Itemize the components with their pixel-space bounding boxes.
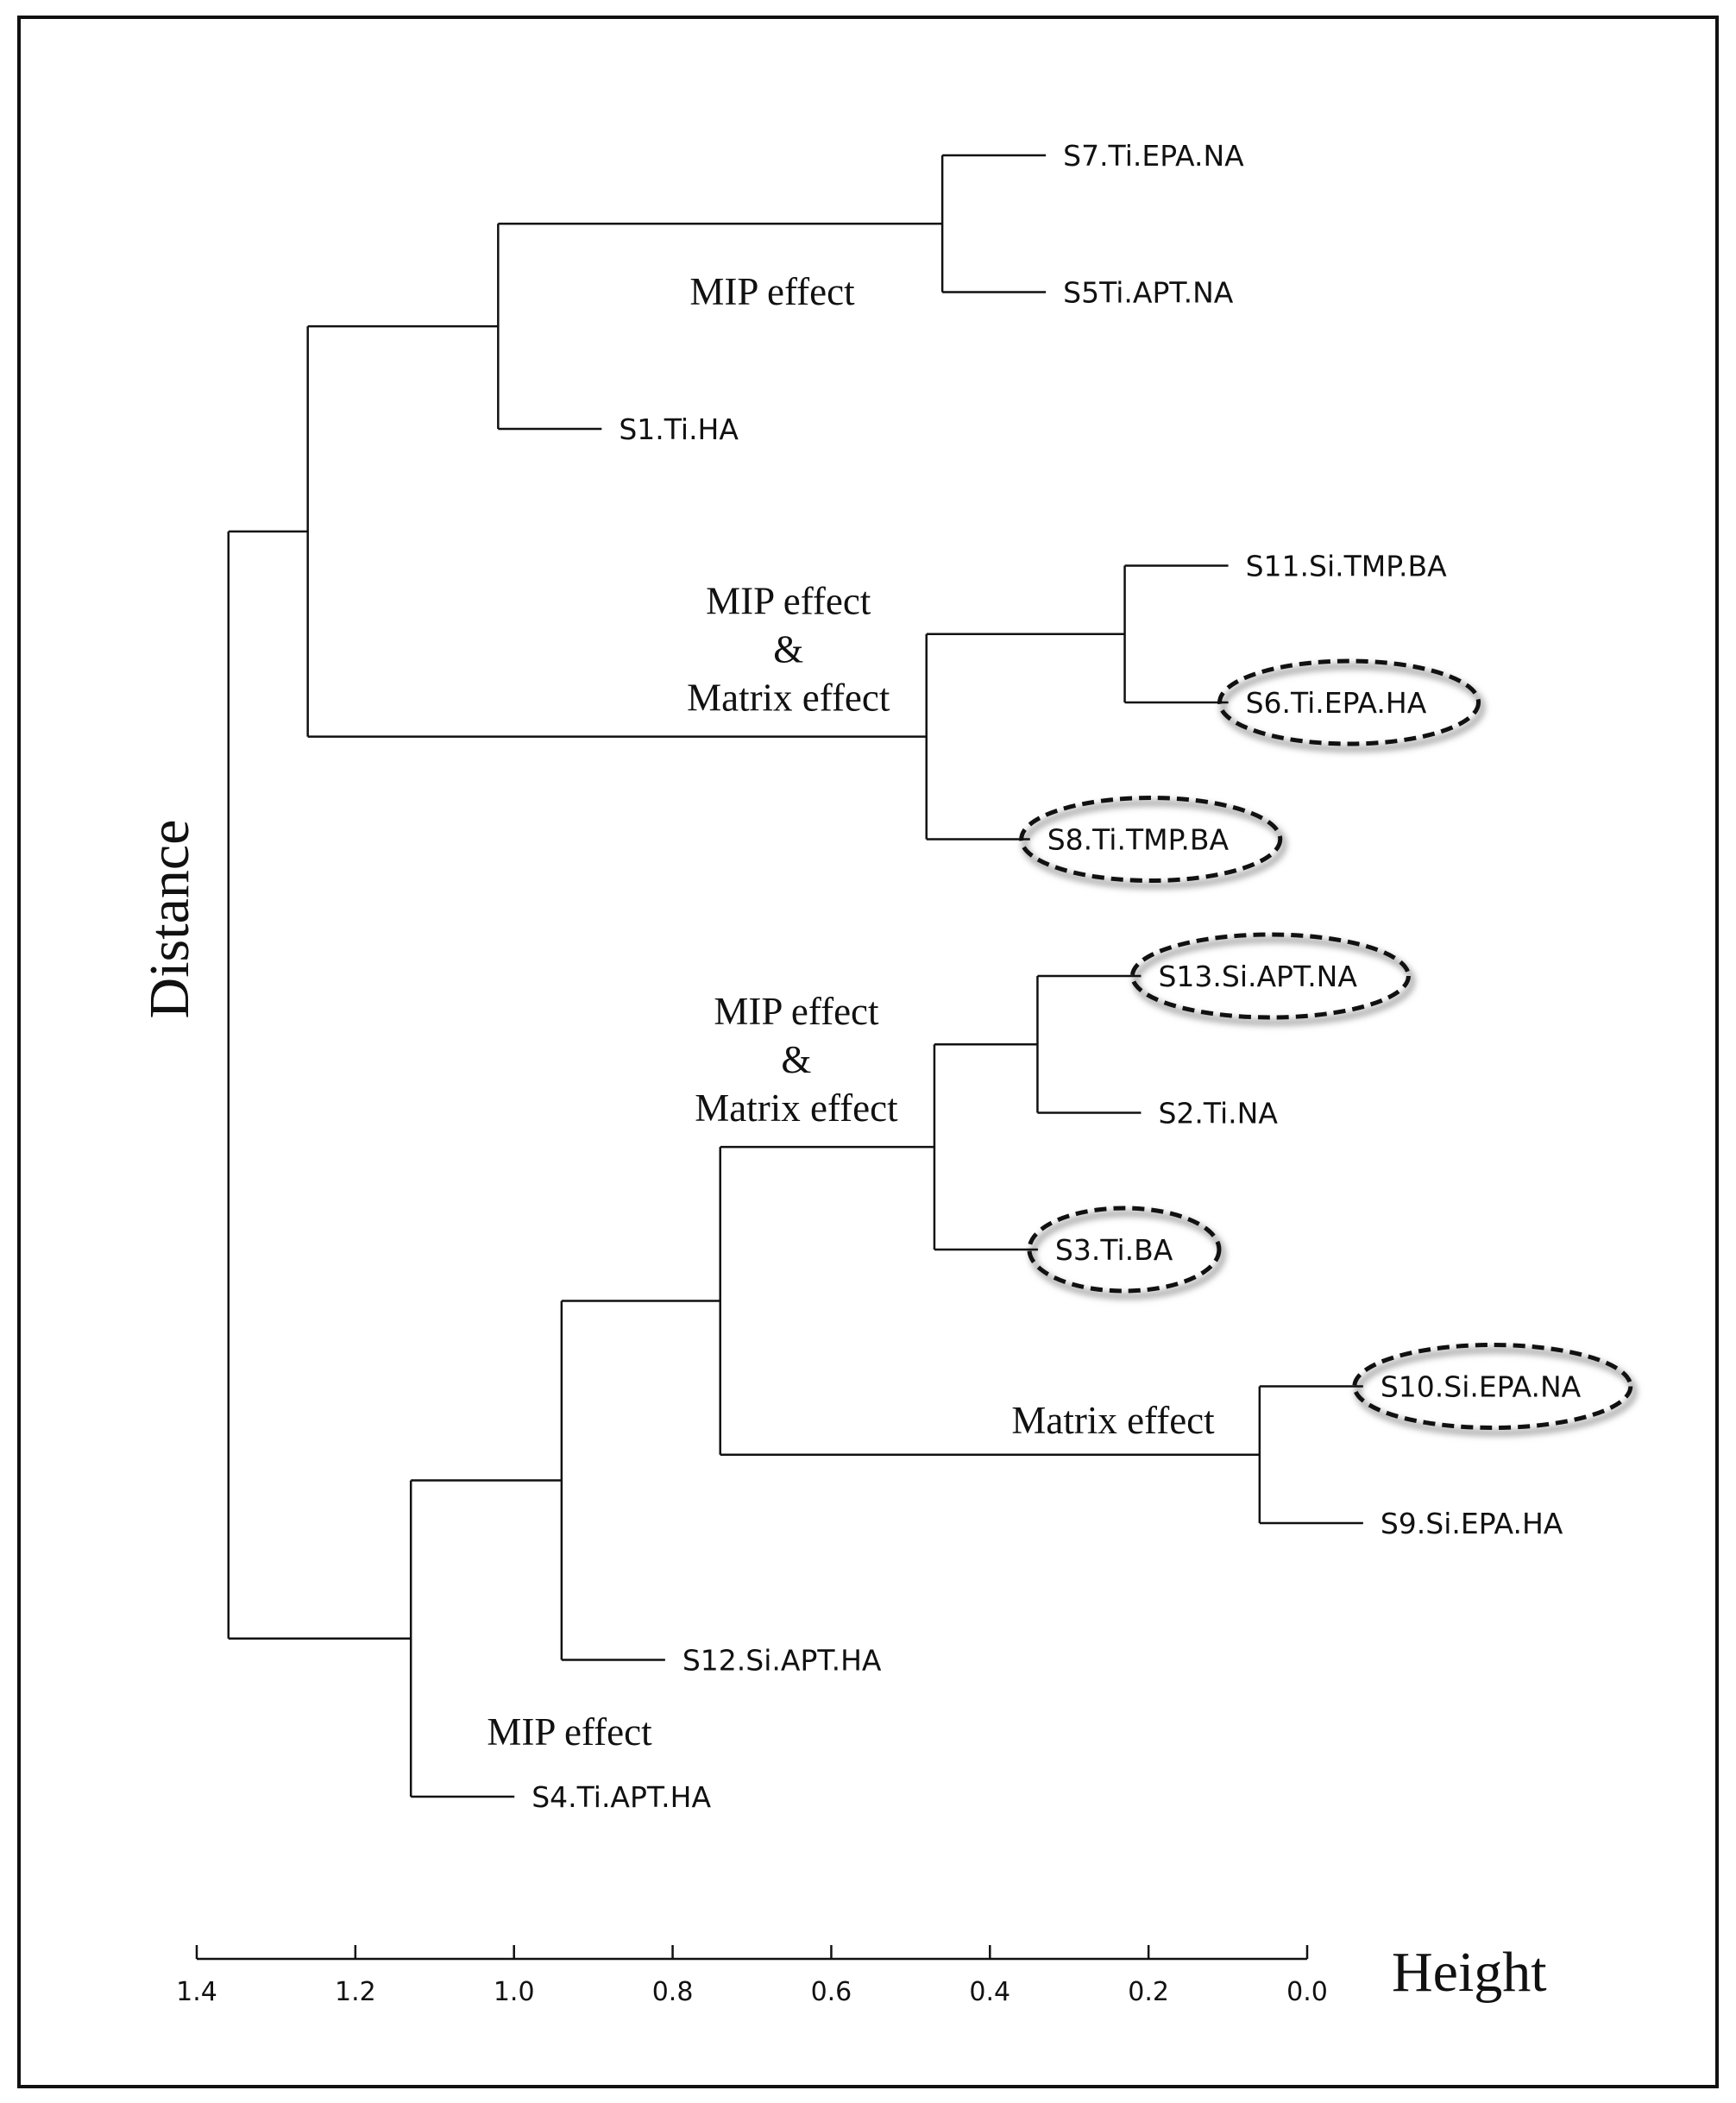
- x-tick-label-1.0: 1.0: [494, 1977, 535, 2007]
- leaf-label-S12: S12.Si.APT.HA: [682, 1644, 882, 1678]
- leaf-ellipse-S13: [1129, 932, 1411, 1020]
- leaf-ellipse-shadow-S6: [1220, 664, 1485, 752]
- x-tick-label-0.2: 0.2: [1128, 1977, 1169, 2007]
- x-tick-label-0.8: 0.8: [652, 1977, 694, 2007]
- leaf-label-S8: S8.Ti.TMP.BA: [1047, 823, 1230, 857]
- leaf-label-S11: S11.Si.TMP.BA: [1246, 550, 1448, 583]
- annotation-K-line-0: MIP effect: [487, 1710, 652, 1754]
- leaf-label-S6: S6.Ti.EPA.HA: [1246, 686, 1427, 720]
- annotation-G-line-2: Matrix effect: [695, 1086, 898, 1130]
- x-tick-label-0.0: 0.0: [1286, 1977, 1328, 2007]
- annotation-D-line-1: &: [773, 628, 803, 671]
- leaf-label-S5: S5Ti.APT.NA: [1063, 276, 1234, 310]
- leaf-label-S1: S1.Ti.HA: [619, 412, 739, 446]
- leaf-label-S4: S4.Ti.APT.HA: [531, 1780, 711, 1814]
- figure-frame: [17, 16, 1719, 2088]
- annotation-G-line-1: &: [781, 1038, 811, 1081]
- annotation-D-line-0: MIP effect: [706, 580, 871, 623]
- annotation-G-line-0: MIP effect: [714, 990, 879, 1033]
- x-tick-label-0.6: 0.6: [811, 1977, 852, 2007]
- leaf-label-S3: S3.Ti.BA: [1055, 1233, 1173, 1267]
- leaf-label-S9: S9.Si.EPA.HA: [1381, 1507, 1563, 1540]
- x-tick-label-1.2: 1.2: [335, 1977, 376, 2007]
- annotation-H-line-0: Matrix effect: [1011, 1399, 1215, 1442]
- x-axis-label: Height: [1392, 1941, 1547, 2004]
- leaf-label-S13: S13.Si.APT.NA: [1158, 960, 1357, 993]
- leaf-ellipse-shadow-S3: [1029, 1211, 1225, 1299]
- leaf-ellipse-S3: [1027, 1206, 1222, 1294]
- x-tick-label-1.4: 1.4: [176, 1977, 217, 2007]
- leaf-label-S7: S7.Ti.EPA.NA: [1063, 139, 1244, 173]
- x-tick-label-0.4: 0.4: [969, 1977, 1010, 2007]
- leaf-label-S2: S2.Ti.NA: [1158, 1097, 1278, 1130]
- y-axis-label: Distance: [138, 820, 201, 1019]
- leaf-label-S10: S10.Si.EPA.NA: [1381, 1370, 1582, 1404]
- leaf-ellipse-shadow-S8: [1022, 800, 1286, 889]
- annotation-B-line-0: MIP effect: [689, 270, 855, 313]
- leaf-ellipse-S10: [1352, 1343, 1633, 1430]
- annotation-D-line-2: Matrix effect: [687, 677, 890, 720]
